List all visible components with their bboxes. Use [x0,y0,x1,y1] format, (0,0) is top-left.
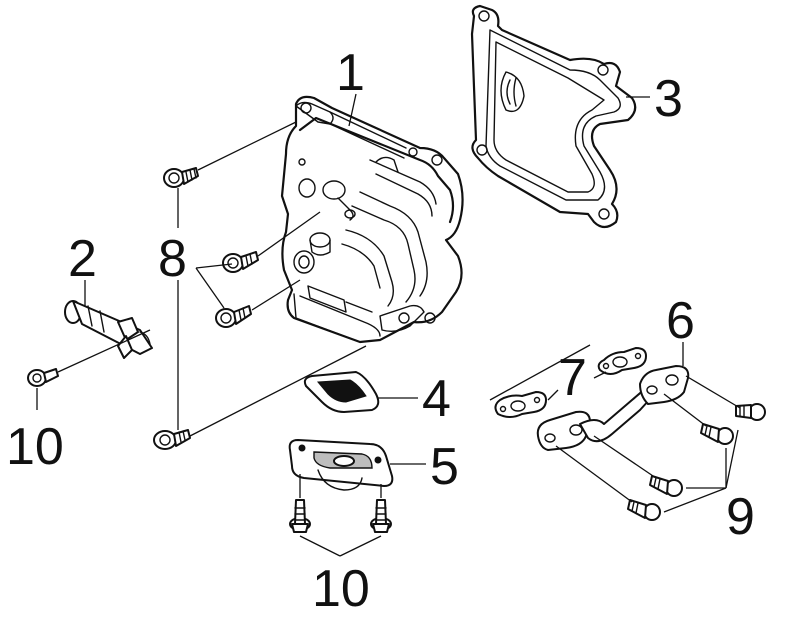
bracket-part-2 [64,300,153,359]
callout-6: 6 [666,292,695,350]
screw-part-10-left [27,368,59,387]
callout-8: 8 [158,230,187,288]
leader-lines [36,93,741,557]
gasket-part-7-left [494,391,547,418]
screw-part-10-bottom-right [370,499,392,533]
bolt-part-8-top [163,167,199,188]
cover-plate-part-5 [288,439,394,491]
callout-labels: 1 2 3 4 5 6 7 8 9 10 10 [6,44,755,618]
bolt-part-9-a [735,403,766,421]
callout-5: 5 [430,438,459,496]
callout-7: 7 [558,349,587,407]
callout-9: 9 [726,488,755,546]
gasket-part-3 [470,4,637,229]
bolt-part-8-low [215,305,252,328]
bolt-part-9-c [649,475,683,497]
bolt-part-9-d [627,499,661,521]
callout-1: 1 [336,44,365,102]
callout-10-left: 10 [6,418,64,476]
bolt-part-8-bottom [153,429,191,450]
callout-4: 4 [422,370,451,428]
bolt-part-9-b [700,423,734,445]
bolt-part-8-mid [222,251,259,273]
seal-part-4 [303,371,380,413]
gasket-part-7-right [597,347,647,375]
cylinder-head-cover-part-1 [280,95,464,344]
screw-part-10-bottom-left [289,499,311,533]
callout-10-bottom: 10 [312,560,370,618]
callout-3: 3 [654,70,683,128]
callout-2: 2 [68,230,97,288]
pipe-part-6 [536,365,690,451]
